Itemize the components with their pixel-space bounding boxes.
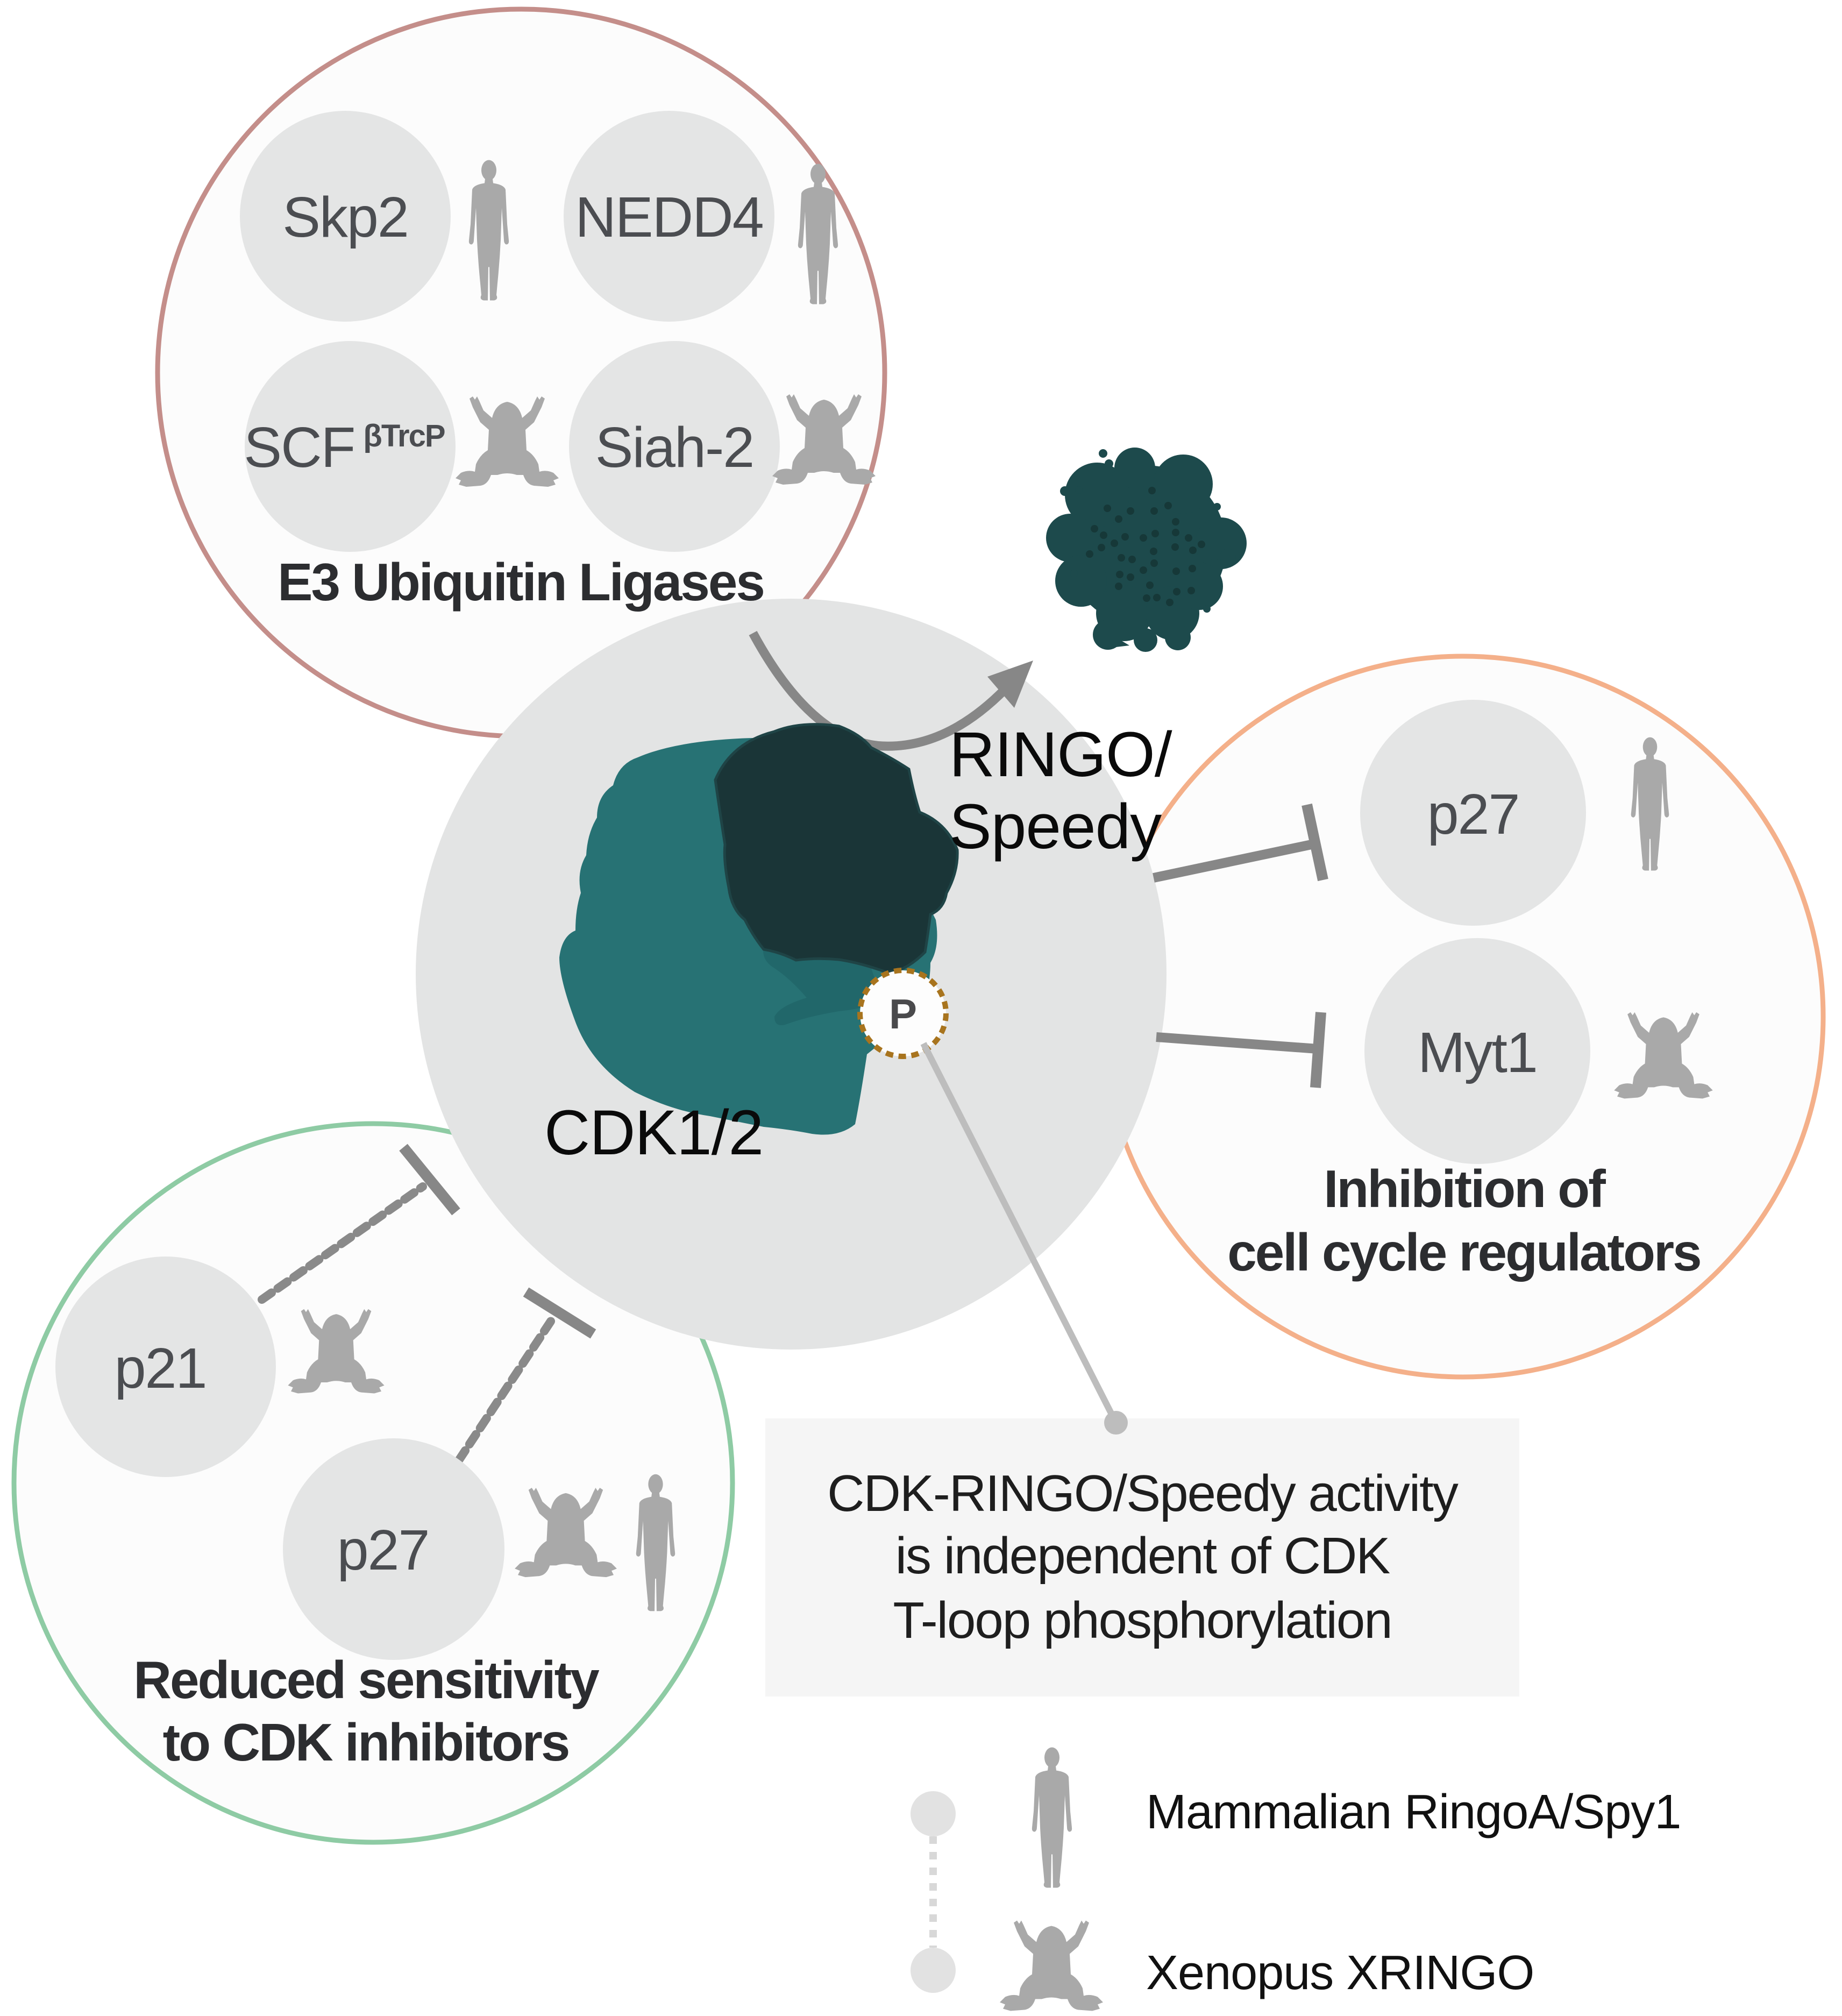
- dashed-inhibition-line-p21: [258, 1182, 427, 1304]
- regulators-title-line2: cell cycle regulators: [1227, 1223, 1700, 1282]
- node-label: p21: [115, 1337, 207, 1400]
- phosphorylation-site[interactable]: P: [857, 968, 949, 1059]
- inhibition-bar-icon: [1310, 1012, 1326, 1088]
- node-label: p27: [1427, 783, 1519, 846]
- note-line1: CDK-RINGO/Speedy activity: [827, 1465, 1459, 1522]
- node-label: p27: [337, 1518, 429, 1582]
- degradation-arrow: [749, 630, 1009, 751]
- legend-label: Mammalian RingoA/Spy1: [1146, 1785, 1681, 1839]
- inhibition-line-myt1: [1156, 1032, 1318, 1054]
- ligases-title: E3 Ubiquitin Ligases: [278, 552, 764, 612]
- node-p27-inhibitor[interactable]: p27: [283, 1438, 504, 1660]
- note-connector-dot: [1104, 1411, 1128, 1435]
- node-skp2[interactable]: Skp2: [240, 111, 451, 322]
- frog-icon: [1000, 1920, 1103, 2011]
- note-line3: T-loop phosphorylation: [893, 1592, 1391, 1649]
- ringo-protein-shape: [714, 723, 959, 974]
- note-box: CDK-RINGO/Speedy activity is independent…: [765, 1411, 1519, 1696]
- node-label: Myt1: [1418, 1021, 1537, 1084]
- legend-marker: [911, 1948, 956, 1993]
- dashed-inhibition-line-p27: [454, 1316, 556, 1465]
- legend-marker: [911, 1791, 956, 1836]
- degraded-aggregate-icon: [1046, 448, 1247, 652]
- legend-label: Xenopus XRINGO: [1146, 1946, 1534, 2000]
- node-label: Skp2: [282, 186, 408, 249]
- node-myt1[interactable]: Myt1: [1364, 938, 1590, 1164]
- inhibitors-title-line2: to CDK inhibitors: [163, 1713, 569, 1772]
- regulators-title-line1: Inhibition of: [1324, 1159, 1606, 1218]
- legend-item-mammalian: Mammalian RingoA/Spy1: [1032, 1747, 1681, 1888]
- ringo-label-line2: Speedy: [949, 791, 1162, 862]
- legend-item-xenopus: Xenopus XRINGO: [1000, 1920, 1534, 2011]
- node-label: NEDD4: [575, 186, 763, 249]
- node-label: Siah-2: [595, 416, 753, 479]
- human-icon: [1032, 1747, 1072, 1888]
- regulators-group: p27 Myt1 Inhibition of cell cycle regula…: [1153, 700, 1713, 1282]
- node-p21[interactable]: p21: [55, 1257, 276, 1477]
- cdk-label: CDK1/2: [544, 1097, 763, 1168]
- note-connector-line: [920, 1042, 1119, 1424]
- superscript: βTrcP: [363, 418, 444, 453]
- arrowhead-icon: [987, 661, 1033, 708]
- inhibition-line-p27: [1153, 839, 1318, 883]
- ringo-label-line1: RINGO/: [949, 719, 1172, 790]
- note-line2: is independent of CDK: [895, 1527, 1390, 1585]
- legend: Mammalian RingoA/Spy1 Xenopus XRINGO: [911, 1747, 1681, 2011]
- phospho-label: P: [889, 990, 917, 1038]
- inhibition-bar-icon: [523, 1287, 596, 1339]
- inhibition-bar-icon: [399, 1144, 460, 1216]
- inhibitors-group: p21 p27 Reduced sensitivity to CDK inhib…: [55, 1144, 675, 1772]
- node-siah-2[interactable]: Siah-2: [569, 341, 780, 552]
- node-nedd4[interactable]: NEDD4: [564, 111, 774, 322]
- node-p27-regulator[interactable]: p27: [1360, 700, 1586, 926]
- inhibition-bar-icon: [1302, 803, 1328, 882]
- inhibitors-title-line1: Reduced sensitivity: [133, 1650, 599, 1709]
- aggregate-core-dots: [1086, 487, 1205, 606]
